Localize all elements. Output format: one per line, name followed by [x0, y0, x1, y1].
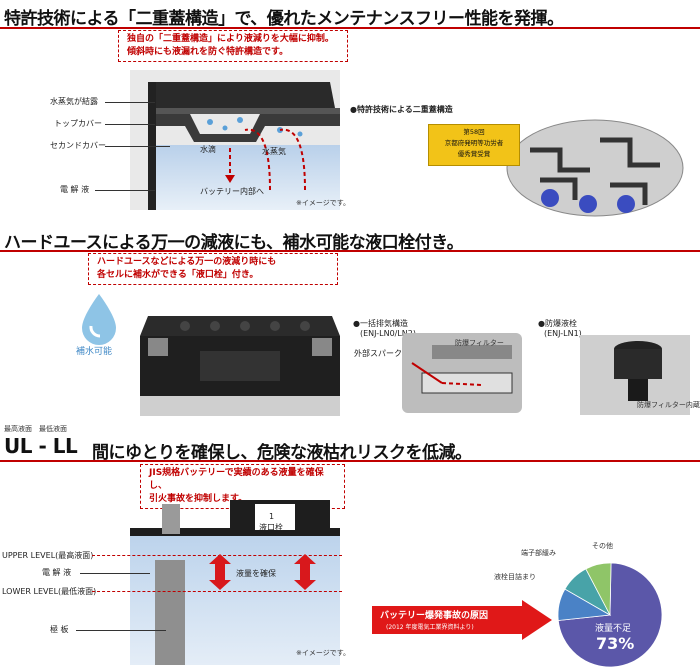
cause-arrow — [372, 600, 552, 640]
section1-divider — [0, 27, 700, 29]
label-water-drop: 水滴 — [200, 145, 216, 154]
leader-line — [105, 124, 155, 125]
secure-label: 液量を確保 — [236, 569, 276, 578]
refill-icon — [74, 290, 124, 350]
award-line: 第58回 — [463, 128, 485, 136]
upper-level-line — [92, 555, 342, 557]
image-note-1: ※イメージです。 — [296, 199, 351, 207]
plug-num-label: 1 — [269, 512, 275, 521]
electrolyte-label-3: 電 解 液 — [42, 568, 72, 577]
section1-diagram — [130, 30, 340, 210]
pie-label-other: その他 — [592, 542, 613, 550]
leader-line — [105, 102, 155, 103]
label-second-cover: セカンドカバー — [50, 141, 106, 150]
callout-line: 引火事故を抑制します。 — [149, 494, 248, 504]
plug-label: 液口栓 — [259, 523, 283, 532]
exhaust-caption: ●一括排気構造 — [353, 319, 408, 328]
plug-photo — [580, 335, 690, 415]
battery-photo — [140, 296, 340, 416]
lower-level-line — [92, 591, 342, 593]
leader-line — [95, 190, 155, 191]
exhaust-models: (ENJ-LN0/LN2) — [360, 329, 416, 338]
patent-structure-photo — [500, 110, 690, 220]
section3-title-prefix: UL - LL — [4, 434, 78, 458]
upper-level-label: UPPER LEVEL(最高液面) — [2, 551, 94, 560]
exhaust-diagram — [402, 333, 522, 413]
cause-arrow-sub: (2012 年度電気工業界資料より) — [386, 624, 474, 631]
section3-title: 間にゆとりを確保し、危険な液枯れリスクを低減。 — [92, 443, 472, 463]
label-vapor: 水蒸気 — [262, 147, 286, 156]
leader-line — [80, 573, 150, 574]
label-electrolyte-1: 電 解 液 — [60, 185, 90, 194]
patent-caption: ●特許技術による二重蓋構造 — [350, 105, 453, 114]
award-line: 優秀賞受賞 — [457, 150, 491, 158]
label-to-inside: バッテリー内部へ — [200, 187, 264, 196]
leader-line — [76, 630, 166, 631]
plate-label: 極 板 — [50, 625, 69, 634]
callout-line: JIS規格バッテリーで実績のある液量を確保し、 — [149, 468, 324, 491]
leader-line — [105, 146, 170, 147]
label-top-cover: トップカバー — [54, 119, 102, 128]
cause-pie-chart — [557, 562, 663, 668]
filter-label: 防爆フィルター — [455, 339, 504, 347]
section2-title: ハードユースによる万一の減液にも、補水可能な液口栓付き。 — [4, 233, 464, 253]
award-badge: 第58回 京都府発明等功労者 優秀賞受賞 — [428, 124, 520, 166]
callout-line: 各セルに補水ができる「液口栓」付き。 — [97, 270, 259, 280]
callout-line: 傾斜時にも液漏れを防ぐ特許構造です。 — [127, 47, 289, 57]
plug-caption: ●防爆液栓 — [538, 319, 577, 328]
level-arrows — [205, 552, 325, 592]
pie-label-low-level: 液量不足 — [595, 624, 632, 634]
callout-line: ハードユースなどによる万一の液減り時にも — [97, 257, 277, 267]
pie-label-plug-clog: 液栓目詰まり — [494, 573, 536, 581]
pie-label-pct: 73% — [596, 634, 635, 653]
plug-model: (ENJ-LN1) — [544, 329, 582, 338]
image-note-3: ※イメージです。 — [296, 649, 351, 657]
lower-level-label: LOWER LEVEL(最低液面) — [2, 587, 97, 596]
section2-callout: ハードユースなどによる万一の液減り時にも 各セルに補水ができる「液口栓」付き。 — [88, 253, 338, 285]
plug-filter-label: 防爆フィルター内蔵 — [637, 401, 700, 409]
section1-title: 特許技術による「二重蓋構造」で、優れたメンテナンスフリー性能を発揮。 — [4, 9, 564, 29]
pie-slice-4 — [585, 562, 612, 616]
pie-label-terminal: 端子部緩み — [521, 549, 556, 557]
section3-divider — [0, 460, 700, 462]
cause-arrow-title: バッテリー爆発事故の原因 — [380, 611, 489, 621]
section2-divider — [0, 250, 700, 252]
callout-line: 独自の「二重蓋構造」により液減りを大幅に抑制。 — [127, 34, 334, 44]
refill-label: 補水可能 — [76, 347, 113, 357]
award-line: 京都府発明等功労者 — [444, 139, 504, 147]
levels-small: 最高液面 最低液面 — [4, 425, 67, 433]
spark-label: 外部スパーク — [354, 349, 402, 358]
section1-callout: 独自の「二重蓋構造」により液減りを大幅に抑制。 傾斜時にも液漏れを防ぐ特許構造で… — [118, 30, 348, 62]
label-vapor-condense: 水蒸気が結露 — [50, 97, 98, 106]
